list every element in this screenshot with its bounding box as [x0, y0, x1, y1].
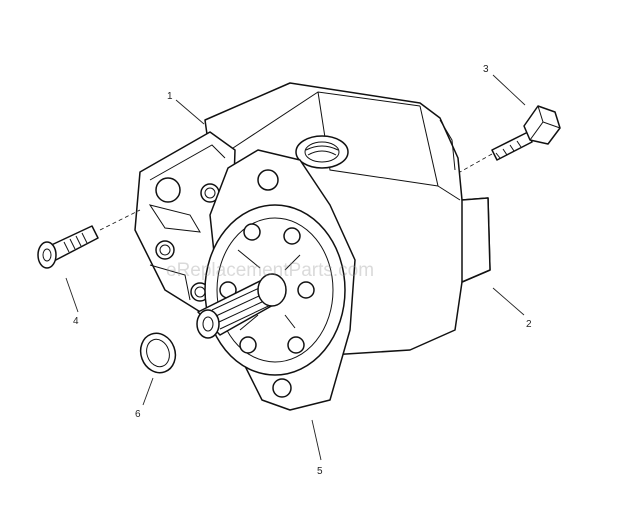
stud-part-4	[37, 225, 99, 269]
o-ring-part-6	[139, 332, 177, 374]
callout-4: 4	[73, 316, 79, 327]
callout-1: 1	[167, 91, 173, 102]
leader-6	[142, 377, 154, 406]
leader-5	[311, 419, 322, 461]
callout-6: 6	[135, 409, 141, 420]
leader-4	[65, 277, 79, 313]
bolt-3-centerline	[459, 153, 493, 173]
callout-3: 3	[483, 64, 489, 75]
leader-1	[175, 99, 205, 125]
leader-3	[492, 74, 526, 106]
leader-2	[492, 287, 525, 316]
hex-bolt-part-3	[491, 105, 561, 161]
splined-shaft	[196, 273, 287, 339]
stud-4-centerline	[99, 209, 141, 231]
callout-2: 2	[526, 319, 532, 330]
callout-5: 5	[317, 466, 323, 477]
watermark-text: eReplacementParts.com	[166, 260, 374, 281]
leader-lines	[65, 74, 526, 461]
